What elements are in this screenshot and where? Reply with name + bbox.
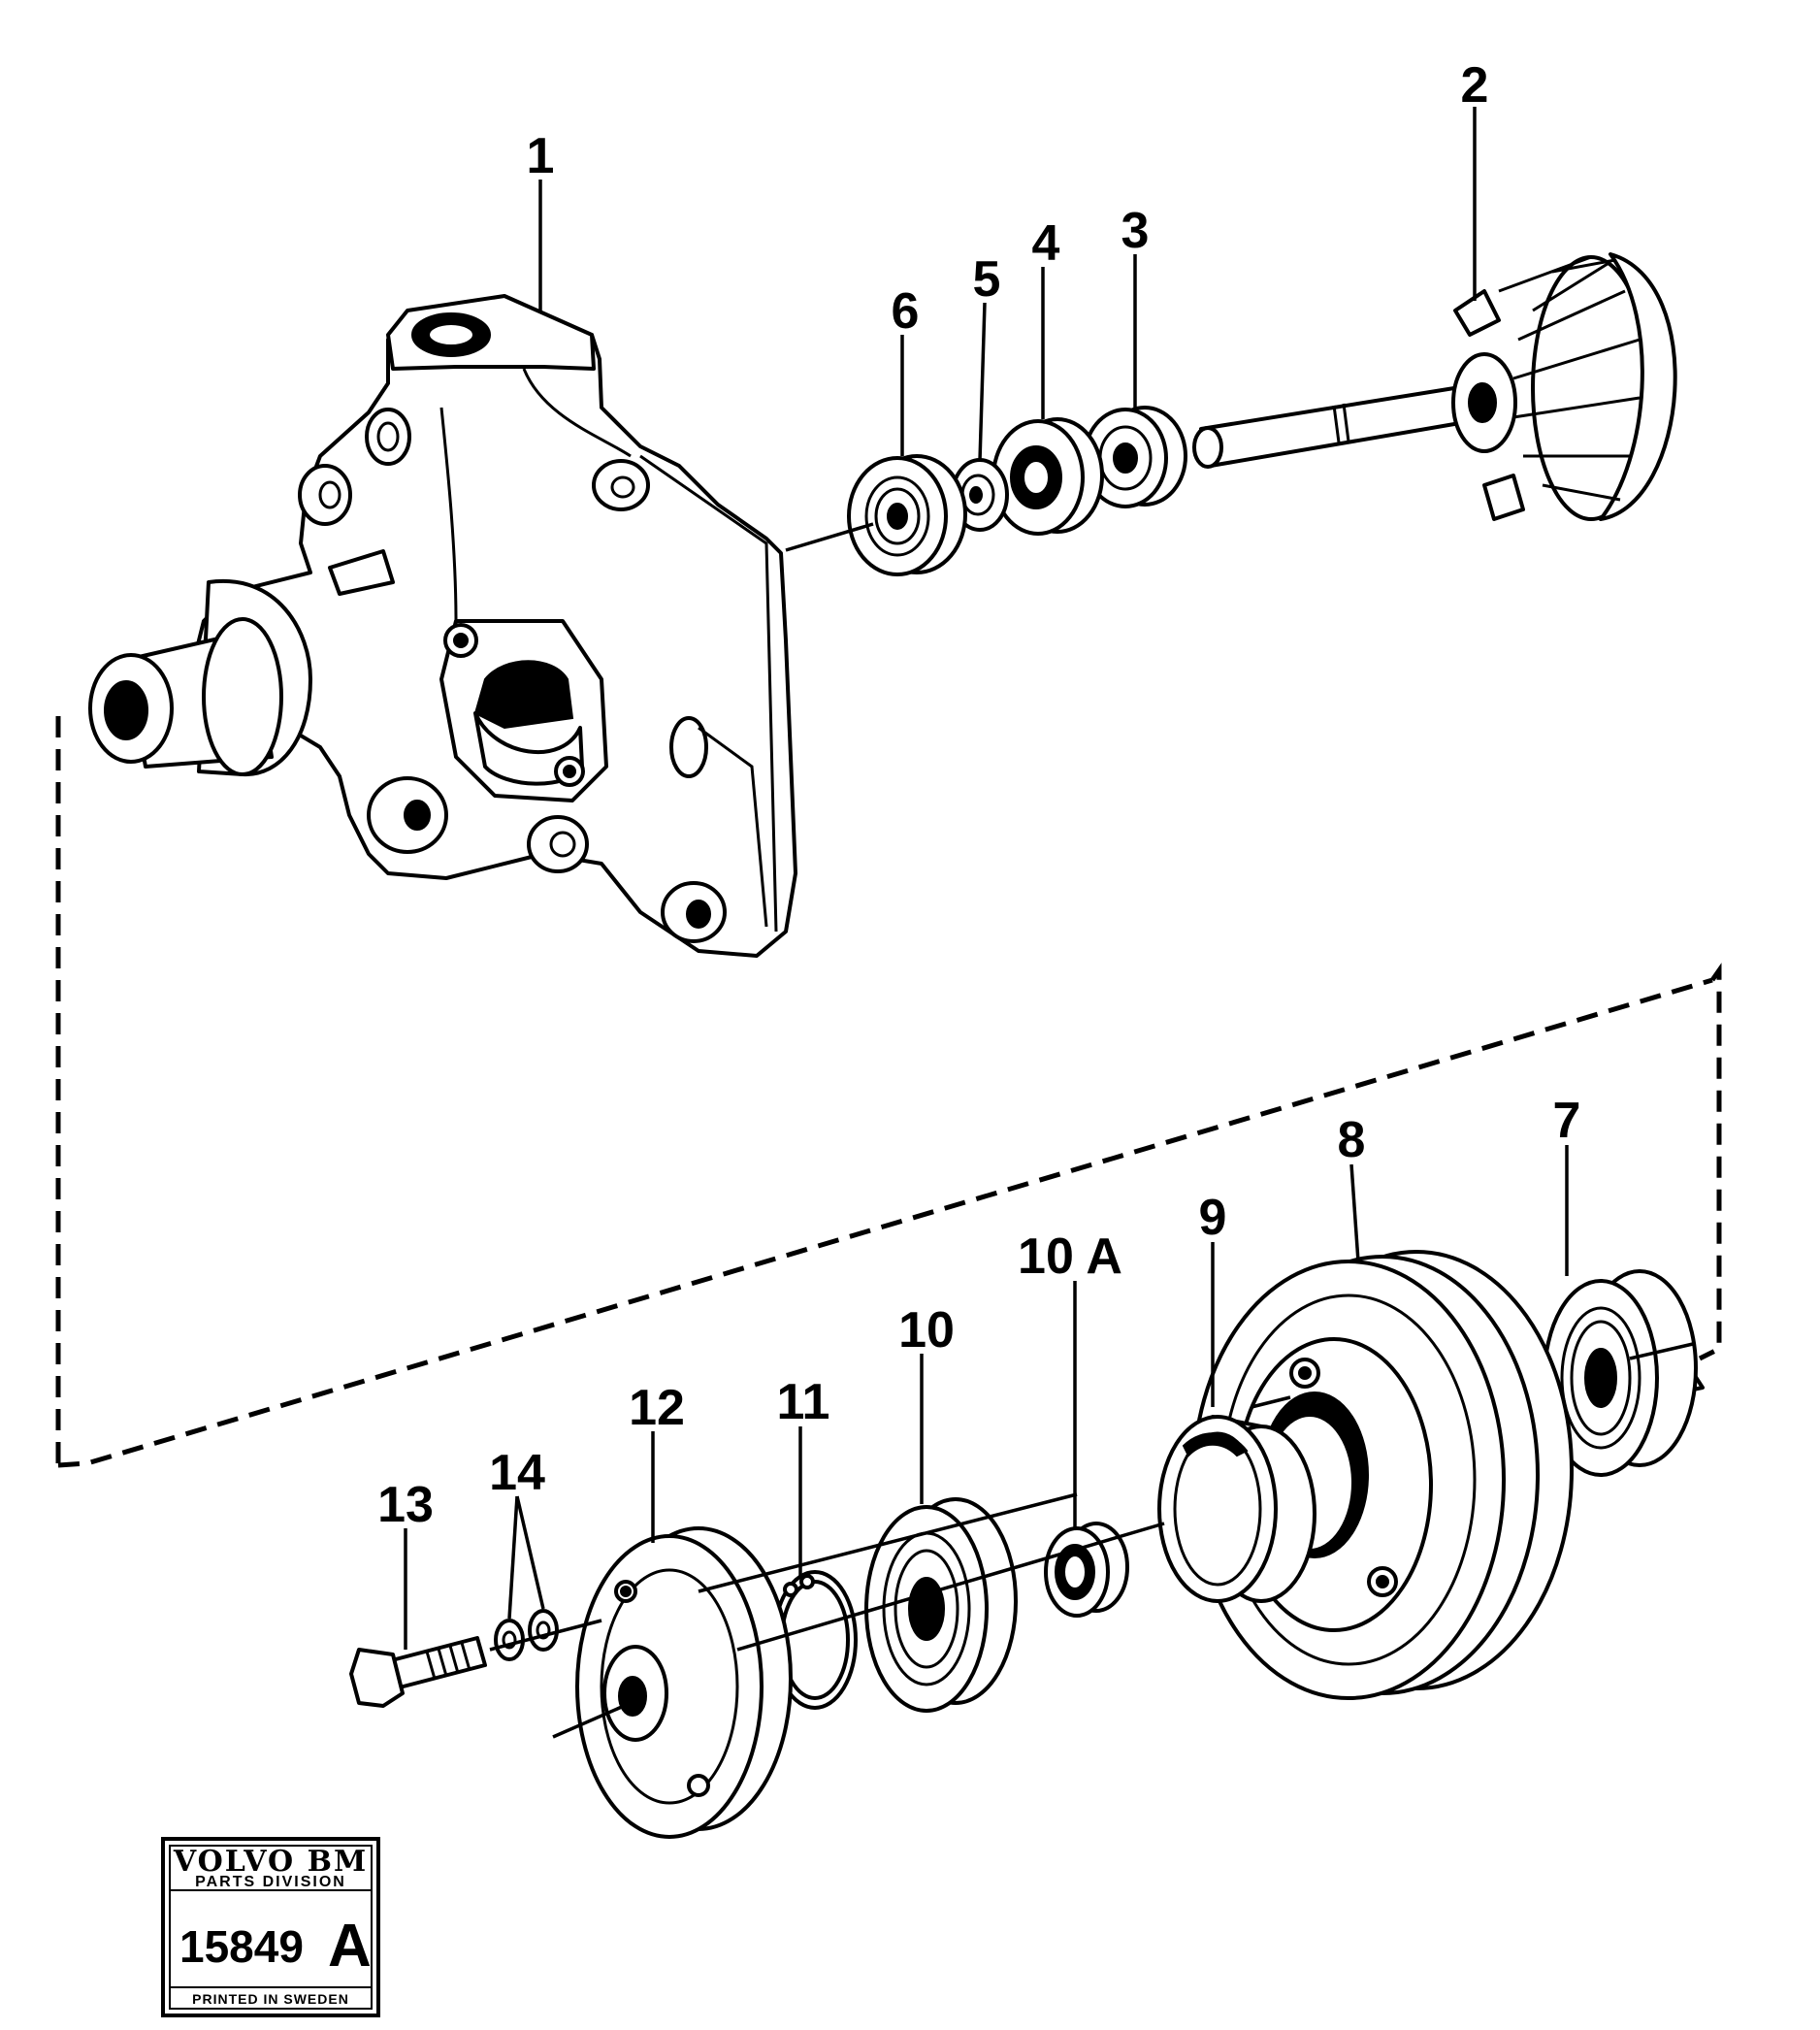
hub-part-12 [575, 1526, 793, 1839]
callout-13: 13 [377, 1477, 434, 1533]
stamp-brand: VOLVO BM [173, 1845, 368, 1879]
leader-lines [404, 107, 1569, 1650]
callout-7: 7 [1553, 1093, 1581, 1149]
impeller-shaft-part [1192, 252, 1677, 521]
ball-bearing-part-6 [847, 454, 967, 576]
callout-8: 8 [1338, 1112, 1366, 1168]
callout-6: 6 [892, 283, 920, 340]
ball-bearing-part-10 [864, 1497, 1018, 1713]
lower-assembly-axis [489, 1395, 1291, 1739]
callout-9: 9 [1199, 1190, 1227, 1246]
callout-10a: 10 A [1018, 1228, 1122, 1285]
pulley-part-8 [1191, 1250, 1574, 1700]
bolt-part-13 [349, 1636, 487, 1708]
callout-14: 14 [489, 1445, 545, 1501]
stamp-number: 15849 [179, 1921, 304, 1972]
callout-11: 11 [777, 1374, 830, 1430]
callout-1: 1 [527, 128, 555, 184]
seal-part-10a [1044, 1522, 1129, 1618]
sleeve-part-9 [1157, 1415, 1316, 1603]
assembly-dashed-frame [55, 716, 1722, 1468]
callout-4: 4 [1032, 215, 1060, 272]
pump-housing-part [88, 294, 797, 958]
stamp-division: PARTS DIVISION [195, 1874, 346, 1890]
callout-5: 5 [973, 251, 1001, 308]
callout-2: 2 [1461, 57, 1489, 114]
stamp-footer: PRINTED IN SWEDEN [192, 1991, 349, 2007]
seal-ring-part-4 [991, 417, 1104, 536]
parts-division-stamp: VOLVO BM PARTS DIVISION 15849 A PRINTED … [161, 1837, 380, 2017]
stamp-revision: A [328, 1913, 372, 1980]
callout-labels: 1 2 3 4 5 6 7 8 9 10 10 A 11 12 13 14 [377, 57, 1580, 1533]
top-assembly-axis [785, 522, 874, 552]
callout-10: 10 [898, 1302, 955, 1359]
callout-3: 3 [1121, 203, 1150, 259]
seal-ring-part-3 [1083, 406, 1187, 508]
callout-12: 12 [629, 1380, 685, 1436]
